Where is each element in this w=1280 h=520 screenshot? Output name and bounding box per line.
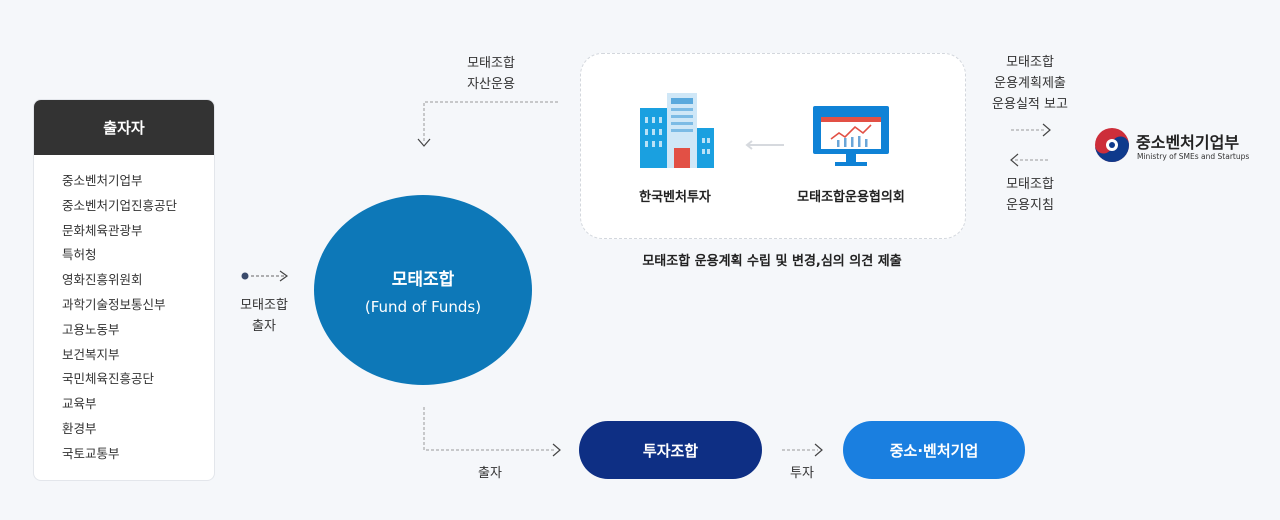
investors-list: 중소벤처기업부 중소벤처기업진흥공단 문화체육관광부 특허청 영화진흥위원회 과… bbox=[34, 155, 214, 467]
investor-item: 중소벤처기업부 bbox=[62, 173, 143, 188]
fund-of-funds-title: 모태조합 bbox=[391, 269, 455, 290]
investor-item: 국토교통부 bbox=[62, 445, 120, 461]
investor-item: 문화체육관광부 bbox=[62, 222, 143, 238]
report-label: 모태조합 운용계획제출 운용실적 보고 bbox=[992, 55, 1068, 112]
ministry-name: 중소벤처기업부 bbox=[1136, 133, 1240, 152]
investor-item: 특허청 bbox=[62, 247, 97, 263]
investors-title: 출자자 bbox=[34, 100, 214, 155]
investment-arrow-head bbox=[279, 270, 289, 282]
investor-item: 중소벤처기업진흥공단 bbox=[62, 197, 178, 213]
asset-management-label: 모태조합 자산운용 bbox=[467, 56, 515, 92]
union-to-sme-head bbox=[814, 443, 823, 457]
asset-arrow-head bbox=[417, 138, 431, 147]
fund-of-funds-subtitle: (Fund of Funds) bbox=[364, 297, 482, 316]
council-label: 모태조합운용협의회 bbox=[797, 190, 905, 205]
left-arrow-icon bbox=[745, 140, 784, 150]
taegeuk-emblem-icon bbox=[1095, 128, 1129, 162]
invest2-label: 투자 bbox=[790, 466, 814, 481]
investors-card: 출자자 중소벤처기업부 중소벤처기업진흥공단 문화체육관광부 특허청 영화진흥위… bbox=[33, 99, 215, 481]
investment-flow-label: 모태조합 출자 bbox=[240, 298, 288, 334]
sme-pill: 중소·벤처기업 bbox=[843, 421, 1025, 479]
fund-of-funds-circle: 모태조합 (Fund of Funds) bbox=[314, 195, 532, 385]
start-dot bbox=[241, 272, 249, 280]
investor-item: 과학기술정보통신부 bbox=[62, 296, 166, 312]
fund-to-union-line bbox=[423, 407, 556, 451]
investor-item: 보건복지부 bbox=[62, 346, 120, 362]
asset-arrow-line bbox=[423, 101, 558, 143]
monitor-chart-icon bbox=[813, 106, 889, 166]
organizations-caption: 모태조합 운용계획 수립 및 변경,심의 의견 제출 bbox=[642, 254, 902, 269]
building-icon bbox=[640, 93, 714, 168]
invest-label: 출자 bbox=[478, 466, 502, 481]
guideline-label: 모태조합 운용지침 bbox=[1006, 177, 1054, 213]
fund-to-union-head bbox=[552, 443, 561, 457]
report-arrow-head bbox=[1042, 123, 1051, 137]
kvic-label: 한국벤처투자 bbox=[639, 190, 711, 205]
investor-item: 국민체육진흥공단 bbox=[62, 371, 155, 387]
investor-item: 고용노동부 bbox=[62, 321, 120, 337]
ministry-english-name: Ministry of SMEs and Startups bbox=[1137, 152, 1250, 161]
investor-item: 교육부 bbox=[62, 396, 97, 412]
investment-union-pill: 투자조합 bbox=[579, 421, 762, 479]
investor-item: 환경부 bbox=[62, 420, 97, 436]
investor-item: 영화진흥위원회 bbox=[62, 272, 143, 288]
guideline-arrow-head bbox=[1010, 153, 1019, 167]
